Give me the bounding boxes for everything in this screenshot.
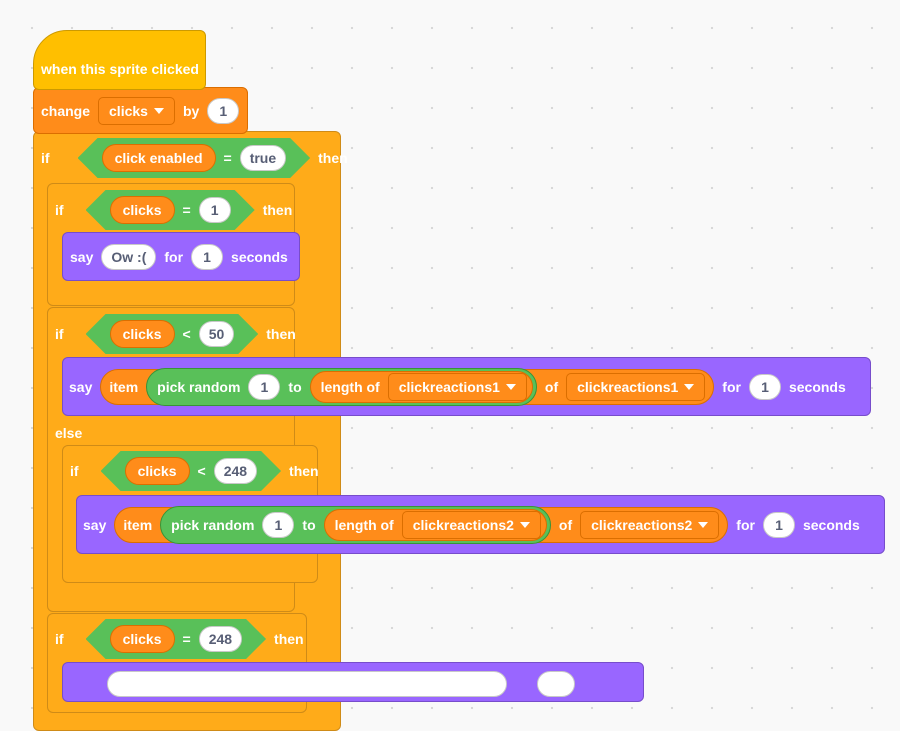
seconds-input[interactable]: 1 (748, 374, 781, 400)
clicks-reporter[interactable]: clicks (125, 457, 190, 485)
item-label: item (109, 379, 139, 395)
chevron-down-icon (698, 522, 709, 528)
list-dropdown-label: clickreactions1 (577, 379, 679, 395)
length-of-label: length of (334, 517, 394, 533)
click-enabled-reporter[interactable]: click enabled (102, 144, 216, 172)
say-random-reaction2-block[interactable]: say item pick random 1 to length of clic… (76, 495, 885, 554)
say-label: say (70, 249, 94, 265)
pick-random-operator[interactable]: pick random 1 to length of clickreaction… (160, 506, 551, 544)
for-label: for (164, 249, 184, 265)
for-label: for (722, 379, 741, 395)
say-label: say (83, 517, 107, 533)
value-input[interactable]: 50 (199, 321, 235, 347)
length-of-list-reporter[interactable]: length of clickreactions1 (309, 371, 533, 403)
equals-operator[interactable]: click enabled = true (78, 138, 311, 178)
pick-random-operator[interactable]: pick random 1 to length of clickreaction… (146, 368, 537, 406)
seconds-input[interactable]: 1 (762, 512, 795, 538)
list-dropdown-label: clickreactions2 (591, 517, 693, 533)
true-value-input[interactable]: true (240, 145, 286, 171)
then-keyword: then (262, 202, 293, 218)
length-of-list-reporter[interactable]: length of clickreactions2 (323, 509, 547, 541)
to-label: to (302, 517, 316, 533)
seconds-label: seconds (788, 379, 846, 395)
if-keyword: if (41, 150, 50, 166)
chevron-down-icon (505, 384, 516, 390)
seconds-label: seconds (231, 249, 288, 265)
chevron-down-icon (153, 108, 164, 114)
by-label: by (182, 103, 200, 119)
if-keyword: if (55, 631, 64, 647)
seconds-label: seconds (802, 517, 860, 533)
item-of-list-reporter[interactable]: item pick random 1 to length of clickrea… (100, 368, 715, 406)
say-random-reaction1-block[interactable]: say item pick random 1 to length of clic… (62, 357, 871, 416)
equals-sign: = (182, 631, 191, 647)
variable-dropdown[interactable]: clicks (98, 97, 175, 125)
say-label: say (69, 379, 93, 395)
random-from-input[interactable]: 1 (248, 374, 281, 400)
change-clicks-block[interactable]: change clicks by 1 (33, 87, 248, 134)
list-dropdown-label: clickreactions2 (412, 517, 514, 533)
if-keyword: if (55, 202, 64, 218)
seconds-input[interactable]: 1 (191, 244, 224, 270)
clicks-reporter[interactable]: clicks (110, 625, 175, 653)
if-keyword: if (70, 463, 79, 479)
chevron-down-icon (519, 522, 530, 528)
value-input[interactable]: 248 (214, 458, 257, 484)
length-of-label: length of (320, 379, 380, 395)
if-keyword: if (55, 326, 64, 342)
equals-sign: = (182, 202, 191, 218)
value-input[interactable]: 248 (199, 626, 242, 652)
change-label: change (41, 103, 91, 119)
of-label: of (558, 517, 573, 533)
less-than-sign: < (182, 326, 191, 342)
chevron-down-icon (684, 384, 695, 390)
list-dropdown[interactable]: clickreactions2 (401, 511, 541, 539)
less-than-operator[interactable]: clicks < 50 (86, 314, 259, 354)
list-dropdown[interactable]: clickreactions1 (566, 373, 706, 401)
random-from-input[interactable]: 1 (262, 512, 295, 538)
say-ow-block[interactable]: say Ow :( for 1 seconds (62, 232, 300, 281)
message-input-partial[interactable] (107, 671, 507, 697)
pick-random-label: pick random (171, 517, 255, 533)
message-input[interactable]: Ow :( (101, 244, 157, 270)
list-dropdown-label: clickreactions1 (398, 379, 500, 395)
then-keyword: then (274, 631, 304, 647)
else-keyword: else (55, 425, 83, 441)
of-label: of (544, 379, 559, 395)
equals-sign: = (223, 150, 232, 166)
say-block-partial[interactable] (62, 662, 644, 702)
for-label: for (736, 517, 755, 533)
list-dropdown[interactable]: clickreactions1 (387, 373, 527, 401)
less-than-operator[interactable]: clicks < 248 (101, 451, 281, 491)
to-label: to (288, 379, 302, 395)
value-input[interactable]: 1 (199, 197, 231, 223)
pick-random-label: pick random (157, 379, 241, 395)
then-keyword: then (289, 463, 319, 479)
list-dropdown[interactable]: clickreactions2 (580, 511, 720, 539)
item-of-list-reporter[interactable]: item pick random 1 to length of clickrea… (114, 506, 729, 544)
seconds-input-partial[interactable] (537, 671, 575, 697)
equals-operator[interactable]: clicks = 1 (86, 190, 255, 230)
then-keyword: then (266, 326, 296, 342)
clicks-reporter[interactable]: clicks (110, 196, 175, 224)
change-amount-input[interactable]: 1 (207, 98, 240, 124)
when-sprite-clicked-hat[interactable]: when this sprite clicked (33, 30, 206, 90)
then-keyword: then (318, 150, 348, 166)
equals-operator[interactable]: clicks = 248 (86, 619, 266, 659)
hat-label: when this sprite clicked (41, 61, 199, 77)
variable-dropdown-label: clicks (109, 103, 148, 119)
clicks-reporter[interactable]: clicks (110, 320, 175, 348)
less-than-sign: < (197, 463, 206, 479)
item-label: item (123, 517, 153, 533)
